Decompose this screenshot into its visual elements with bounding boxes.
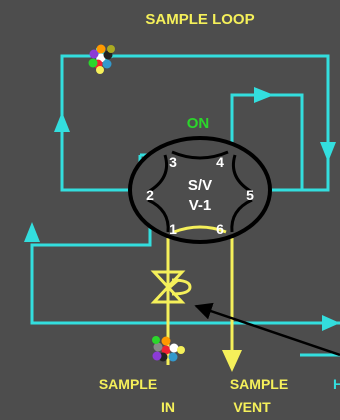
port-4-label: 4: [216, 154, 224, 170]
needle-valve-icon: [150, 270, 192, 304]
passage-2-3: [147, 154, 169, 194]
passage-1-2: [147, 198, 170, 233]
carrier-outer-line: [30, 218, 340, 325]
loop-right-line: [230, 93, 304, 192]
port-6-label: 6: [216, 221, 224, 237]
vent-arrow-icon: [222, 350, 242, 372]
flow-arrow-outer-left: [24, 222, 40, 242]
flow-arrow-left-loop: [54, 112, 70, 132]
passage-4-5: [231, 154, 253, 194]
sample-vent-label-line1: SAMPLE: [230, 376, 288, 392]
partial-right-label: H: [333, 376, 340, 392]
pointer-arrow-icon: [194, 302, 340, 357]
port-3-label: 3: [169, 154, 177, 170]
sample-in-label-line2: IN: [161, 399, 175, 415]
flow-arrow-right-loop: [254, 87, 274, 103]
valve-name-line2: V-1: [189, 197, 212, 214]
port-1-label: 1: [169, 221, 177, 237]
port-5-label: 5: [246, 187, 254, 203]
flow-arrow-bottom-right: [322, 315, 340, 331]
loop-left-line: [60, 54, 330, 192]
passage-3-4: [171, 150, 229, 160]
passage-1-6: [173, 225, 227, 234]
sample-molecules-icon: [152, 336, 185, 362]
sample-in-label-line1: SAMPLE: [99, 376, 157, 392]
passage-5-6: [230, 198, 253, 233]
sample-vent-label-line2: VENT: [233, 399, 271, 415]
title-label: SAMPLE LOOP: [145, 11, 254, 28]
flow-arrow-right-down: [320, 142, 336, 162]
sample-molecules-icon: [88, 44, 115, 74]
valve-state-label: ON: [187, 115, 210, 132]
switching-valve: 3 4 2 5 1 6 S/V V-1: [128, 136, 272, 244]
port-2-label: 2: [146, 187, 154, 203]
valve-name-line1: S/V: [188, 177, 212, 194]
